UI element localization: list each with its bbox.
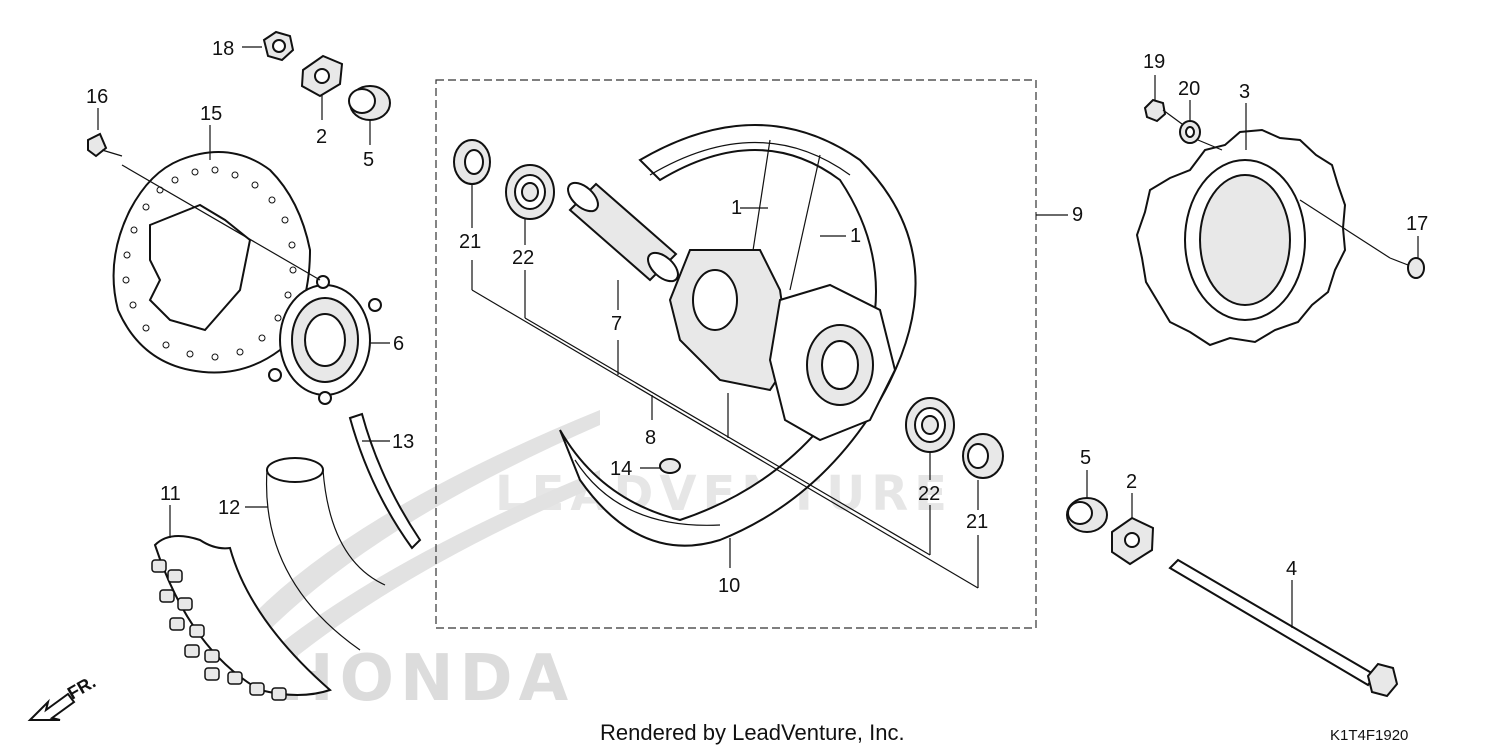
front-arrow-icon bbox=[27, 692, 76, 721]
part-labels: 18 2 5 16 15 6 13 11 12 21 22 7 8 1 1 9 … bbox=[86, 38, 1428, 597]
part-5-collar-top bbox=[348, 85, 391, 121]
label-part-12: 12 bbox=[218, 497, 240, 519]
diagram-code: K1T4F1920 bbox=[1330, 727, 1408, 744]
wheel-assembly-box bbox=[435, 79, 1037, 629]
part-2-chain-adjuster-top bbox=[300, 54, 344, 98]
label-part-4: 4 bbox=[1286, 558, 1297, 580]
label-part-22-left: 22 bbox=[512, 247, 534, 269]
part-22-bearing-right bbox=[905, 397, 955, 453]
label-part-5-right: 5 bbox=[1080, 447, 1091, 469]
part-21-seal-left bbox=[453, 139, 491, 185]
label-part-2-right: 2 bbox=[1126, 471, 1137, 493]
label-part-11: 11 bbox=[160, 483, 181, 505]
part-16-disc-bolt bbox=[87, 132, 123, 158]
rendered-by-credit: Rendered by LeadVenture, Inc. bbox=[600, 720, 905, 745]
part-21-seal-right bbox=[962, 433, 1004, 479]
label-part-22-right: 22 bbox=[918, 483, 940, 505]
part-3-sprocket bbox=[1135, 128, 1347, 347]
part-5-collar-right bbox=[1066, 497, 1108, 533]
part-14-valve-cap bbox=[659, 458, 681, 474]
label-part-2-top: 2 bbox=[316, 126, 327, 148]
label-part-7: 7 bbox=[611, 313, 622, 335]
part-12-inner-tube bbox=[265, 457, 386, 651]
label-part-20: 20 bbox=[1178, 78, 1200, 100]
label-part-8: 8 bbox=[645, 427, 656, 449]
front-direction-marker: FR. bbox=[27, 672, 99, 721]
leader-lines bbox=[97, 46, 1419, 628]
part-1-spokes bbox=[749, 139, 821, 291]
label-part-5-top: 5 bbox=[363, 149, 374, 171]
label-part-6: 6 bbox=[393, 333, 404, 355]
label-part-16: 16 bbox=[86, 86, 108, 108]
part-18-flange-nut bbox=[262, 30, 295, 62]
part-17-sprocket-bolt bbox=[1389, 257, 1425, 279]
part-6-pulser-ring bbox=[268, 275, 382, 405]
part-10-rim bbox=[559, 124, 917, 547]
label-part-3: 3 bbox=[1239, 81, 1250, 103]
label-part-10: 10 bbox=[718, 575, 740, 597]
label-part-13: 13 bbox=[392, 431, 414, 453]
wheel-hub bbox=[668, 249, 897, 442]
part-2-chain-adjuster-right bbox=[1111, 516, 1155, 566]
label-part-19: 19 bbox=[1143, 51, 1165, 73]
part-22-bearing-left bbox=[505, 164, 555, 220]
label-part-1-lower: 1 bbox=[850, 225, 861, 247]
watermark-group: LEADVENTURE HONDA bbox=[230, 410, 947, 716]
part-11-tire bbox=[151, 535, 332, 701]
label-part-9: 9 bbox=[1072, 204, 1083, 226]
label-part-21-left: 21 bbox=[459, 231, 481, 253]
label-part-14: 14 bbox=[610, 458, 632, 480]
part-15-brake-disc bbox=[112, 151, 312, 374]
label-part-1-upper: 1 bbox=[731, 197, 742, 219]
label-part-17: 17 bbox=[1406, 213, 1428, 235]
part-7-distance-collar bbox=[567, 181, 679, 283]
label-part-15: 15 bbox=[200, 103, 222, 125]
label-part-21-right: 21 bbox=[966, 511, 988, 533]
part-19-sprocket-nut bbox=[1143, 98, 1167, 123]
part-13-rim-band bbox=[348, 412, 422, 550]
honda-watermark: HONDA bbox=[280, 642, 574, 716]
label-part-18: 18 bbox=[212, 38, 234, 60]
part-20-washer bbox=[1179, 120, 1201, 144]
part-4-rear-axle bbox=[1168, 558, 1399, 698]
